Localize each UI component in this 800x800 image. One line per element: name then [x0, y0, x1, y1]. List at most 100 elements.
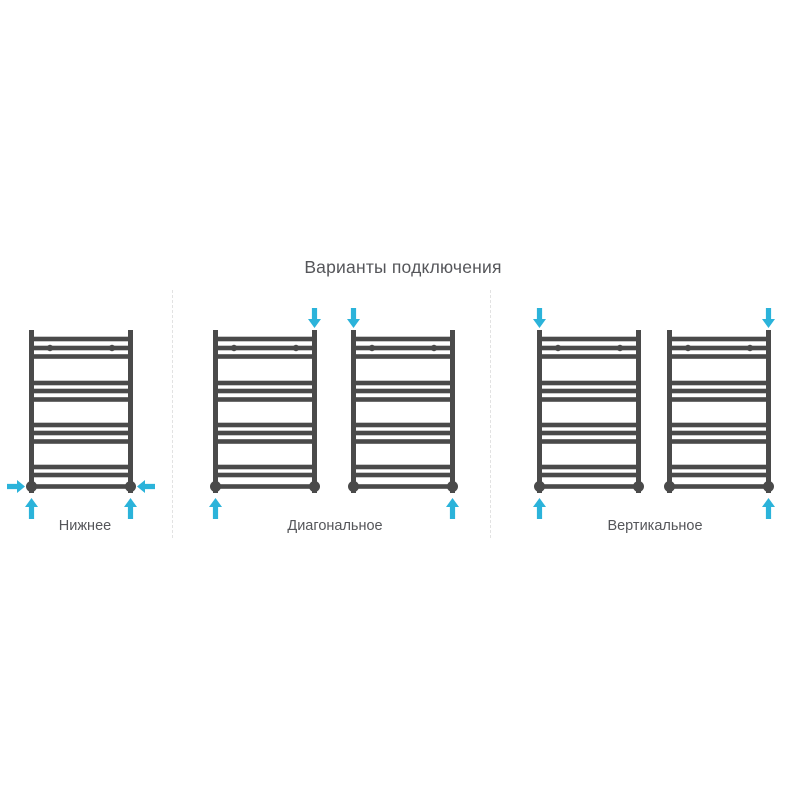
connection-fitting-left	[348, 481, 359, 492]
radiator-rung	[537, 430, 641, 436]
flow-arrow-in-left-icon	[6, 480, 25, 493]
radiator-rung	[667, 336, 771, 342]
radiator-rung	[213, 439, 317, 444]
radiator-rung	[667, 345, 771, 351]
flow-arrow-down-icon	[308, 308, 321, 328]
connection-fitting-left	[25, 481, 37, 492]
radiator-rung	[537, 354, 641, 359]
radiator-rung	[351, 380, 455, 386]
mount-dot-left	[230, 344, 238, 352]
radiator-rung	[351, 464, 455, 470]
radiator-post-left	[537, 330, 542, 493]
radiator-diagonal-1	[347, 308, 459, 519]
radiator-rung	[537, 464, 641, 470]
connection-fitting-right	[447, 481, 458, 492]
radiator-rung	[351, 472, 455, 478]
radiator-bottom-0	[6, 330, 155, 519]
radiator-rung	[213, 388, 317, 394]
connection-fitting-right	[124, 481, 136, 492]
radiator-post-right	[766, 330, 771, 493]
diagram-title: Варианты подключения	[304, 257, 502, 277]
radiator-post-left	[351, 330, 356, 493]
section-label-vertical: Вертикальное	[607, 518, 703, 534]
flow-arrow-in-right-icon	[136, 480, 155, 493]
mount-dot-right	[292, 344, 300, 352]
radiator-rung	[537, 388, 641, 394]
flow-arrow-up-icon	[446, 498, 459, 519]
radiator-rung	[213, 354, 317, 359]
radiator-rung	[28, 397, 133, 402]
radiator-rung	[351, 430, 455, 436]
radiator-rung	[351, 354, 455, 359]
radiator-bottom-rail	[537, 484, 641, 489]
radiator-rung	[537, 472, 641, 478]
connection-fitting-left	[534, 481, 545, 492]
connection-fitting-left	[210, 481, 221, 492]
flow-arrow-up-icon	[123, 498, 137, 519]
radiator-post-right	[450, 330, 455, 493]
radiator-rung	[667, 422, 771, 428]
mount-dot-left	[684, 344, 692, 352]
radiator-rung	[213, 464, 317, 470]
radiator-diagonal-0	[209, 308, 321, 519]
radiator-rung	[28, 472, 133, 478]
radiator-rung	[351, 345, 455, 351]
radiator-post-right	[127, 330, 133, 493]
section-label-diagonal: Диагональное	[287, 518, 383, 534]
flow-arrow-down-icon	[762, 308, 775, 328]
flow-arrow-down-icon	[347, 308, 360, 328]
radiator-rung	[213, 422, 317, 428]
radiator-rung	[213, 430, 317, 436]
radiator-post-right	[312, 330, 317, 493]
radiator-bottom-rail	[667, 484, 771, 489]
mount-dot-right	[616, 344, 624, 352]
radiator-rung	[28, 354, 133, 359]
radiator-rung	[667, 380, 771, 386]
radiator-rung	[667, 464, 771, 470]
radiator-rung	[537, 336, 641, 342]
section-label-bottom: Нижнее	[58, 518, 112, 534]
radiator-rung	[351, 439, 455, 444]
flow-arrow-up-icon	[533, 498, 546, 519]
radiator-rung	[28, 464, 133, 470]
radiator-rung	[667, 388, 771, 394]
radiator-rung	[351, 336, 455, 342]
connection-fitting-right	[633, 481, 644, 492]
radiator-rung	[667, 430, 771, 436]
radiator-rung	[213, 472, 317, 478]
flow-arrow-up-icon	[762, 498, 775, 519]
radiator-vertical-0	[533, 308, 644, 519]
radiator-rung	[667, 439, 771, 444]
mount-dot-right	[746, 344, 754, 352]
radiator-rung	[537, 439, 641, 444]
radiator-rung	[667, 354, 771, 359]
section-divider-left	[172, 290, 173, 538]
radiator-rung	[213, 380, 317, 386]
radiator-rung	[537, 380, 641, 386]
mount-dot-right	[430, 344, 438, 352]
radiator-rung	[28, 345, 133, 351]
mount-dot-right	[108, 344, 115, 352]
mount-dot-left	[368, 344, 376, 352]
radiator-bottom-rail	[351, 484, 455, 489]
mount-dot-left	[554, 344, 562, 352]
radiator-post-left	[667, 330, 672, 493]
radiator-rung	[351, 388, 455, 394]
radiator-bottom-rail	[213, 484, 317, 489]
connection-fitting-left	[664, 481, 675, 492]
radiator-rung	[667, 472, 771, 478]
radiator-rung	[667, 397, 771, 402]
radiator-rung	[537, 345, 641, 351]
flow-arrow-down-icon	[533, 308, 546, 328]
radiator-post-left	[213, 330, 218, 493]
radiator-post-right	[636, 330, 641, 493]
radiator-rung	[28, 430, 133, 436]
radiator-rung	[28, 336, 133, 342]
connection-fitting-right	[309, 481, 320, 492]
radiator-rung	[28, 422, 133, 428]
radiator-rung	[28, 439, 133, 444]
flow-arrow-up-icon	[24, 498, 38, 519]
section-divider-right	[490, 290, 491, 538]
radiator-rung	[537, 397, 641, 402]
radiator-rung	[537, 422, 641, 428]
